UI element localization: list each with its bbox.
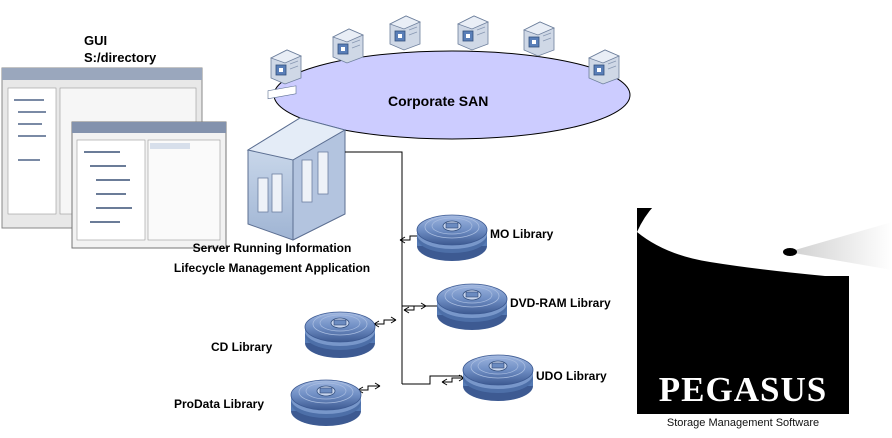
gui-window-front (71, 121, 227, 249)
san-server-icon (457, 15, 489, 51)
corporate-san-label: Corporate SAN (388, 93, 489, 109)
pegasus-logo (637, 164, 892, 414)
san-server-icon (270, 49, 302, 85)
dvd-ram-library-icon (436, 283, 508, 331)
gui-label: GUI S:/directory (84, 32, 156, 66)
san-server-icon (588, 49, 620, 85)
prodata-connector-arrow (357, 382, 381, 394)
cd-library-label: CD Library (211, 340, 273, 354)
udo-library-icon (462, 354, 534, 402)
cd-library-icon (304, 311, 376, 359)
pegasus-tagline: Storage Management Software (666, 417, 820, 429)
udo-library-label: UDO Library (536, 369, 607, 383)
server-label-line1: Server Running Information (192, 241, 352, 255)
gui-label-line2: S:/directory (84, 50, 157, 65)
mo-library-icon (416, 214, 488, 262)
server-label-line2: Lifecycle Management Application (173, 261, 371, 275)
cd-connector-arrow (373, 316, 397, 328)
pegasus-logo-text: PEGASUS (658, 370, 828, 409)
prodata-library-label: ProData Library (174, 397, 265, 411)
gui-label-line1: GUI (84, 33, 108, 48)
san-server-icon (523, 21, 555, 57)
prodata-library-icon (290, 379, 362, 427)
server-label: Server Running Information Lifecycle Man… (150, 238, 394, 278)
san-server-icon (389, 15, 421, 51)
dvd-ram-library-label: DVD-RAM Library (510, 296, 611, 310)
dvd-connector-arrow (403, 302, 427, 314)
san-server-icon (332, 28, 364, 64)
mo-library-label: MO Library (490, 227, 554, 241)
server-cabinet-icon (246, 85, 347, 241)
